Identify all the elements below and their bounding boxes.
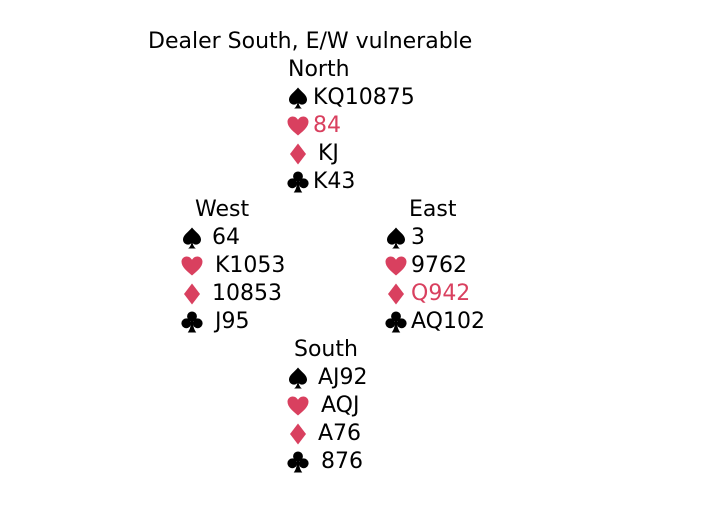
north-label: North: [288, 57, 350, 82]
north-spades-cards: KQ10875: [313, 85, 415, 110]
south-spades-row: AJ92: [286, 364, 368, 392]
east-spades-cards: 3: [411, 225, 425, 250]
club-icon: [384, 310, 408, 334]
east-diamonds-cards: Q942: [411, 281, 471, 306]
heart-icon: [286, 114, 310, 138]
south-hearts-row: AQJ: [286, 392, 368, 420]
deal-caption: Dealer South, E/W vulnerable: [148, 29, 473, 54]
south-spades-cards: AJ92: [318, 365, 368, 390]
west-diamonds-row: 10853: [180, 280, 285, 308]
spade-icon: [286, 86, 310, 110]
east-clubs-row: AQ102: [384, 308, 485, 336]
diamond-icon: [384, 282, 408, 306]
west-spades-row: 64: [180, 224, 285, 252]
heart-icon: [384, 254, 408, 278]
diamond-icon: [286, 142, 310, 166]
south-clubs-row: 876: [286, 448, 368, 476]
east-hand: East 3 9762 Q942 AQ102: [384, 196, 485, 336]
west-diamonds-cards: 10853: [212, 281, 282, 306]
west-hearts-cards: K1053: [215, 253, 286, 278]
heart-icon: [286, 394, 310, 418]
heart-icon: [180, 254, 204, 278]
north-diamonds-row: KJ: [286, 140, 415, 168]
north-diamonds-cards: KJ: [318, 141, 339, 166]
club-icon: [180, 310, 204, 334]
east-spades-row: 3: [384, 224, 485, 252]
south-hand: South AJ92 AQJ A76 876: [286, 336, 368, 476]
east-hearts-row: 9762: [384, 252, 485, 280]
west-hearts-row: K1053: [180, 252, 285, 280]
north-clubs-row: K43: [286, 168, 415, 196]
spade-icon: [384, 226, 408, 250]
south-diamonds-cards: A76: [318, 421, 362, 446]
spade-icon: [286, 366, 310, 390]
east-hearts-cards: 9762: [411, 253, 467, 278]
diamond-icon: [180, 282, 204, 306]
north-clubs-cards: K43: [313, 169, 356, 194]
north-hearts-row: 84: [286, 112, 415, 140]
spade-icon: [180, 226, 204, 250]
south-hearts-cards: AQJ: [321, 393, 360, 418]
south-label: South: [294, 337, 358, 362]
club-icon: [286, 170, 310, 194]
south-clubs-cards: 876: [321, 449, 363, 474]
east-diamonds-row: Q942: [384, 280, 485, 308]
east-clubs-cards: AQ102: [411, 309, 485, 334]
west-hand: West 64 K1053 10853 J95: [180, 196, 285, 336]
club-icon: [286, 450, 310, 474]
diamond-icon: [286, 422, 310, 446]
west-spades-cards: 64: [212, 225, 240, 250]
north-hand: North KQ10875 84 KJ K43: [286, 56, 415, 196]
north-spades-row: KQ10875: [286, 84, 415, 112]
south-diamonds-row: A76: [286, 420, 368, 448]
west-clubs-row: J95: [180, 308, 285, 336]
west-clubs-cards: J95: [215, 309, 250, 334]
west-label: West: [195, 197, 250, 222]
north-hearts-cards: 84: [313, 113, 341, 138]
east-label: East: [409, 197, 457, 222]
